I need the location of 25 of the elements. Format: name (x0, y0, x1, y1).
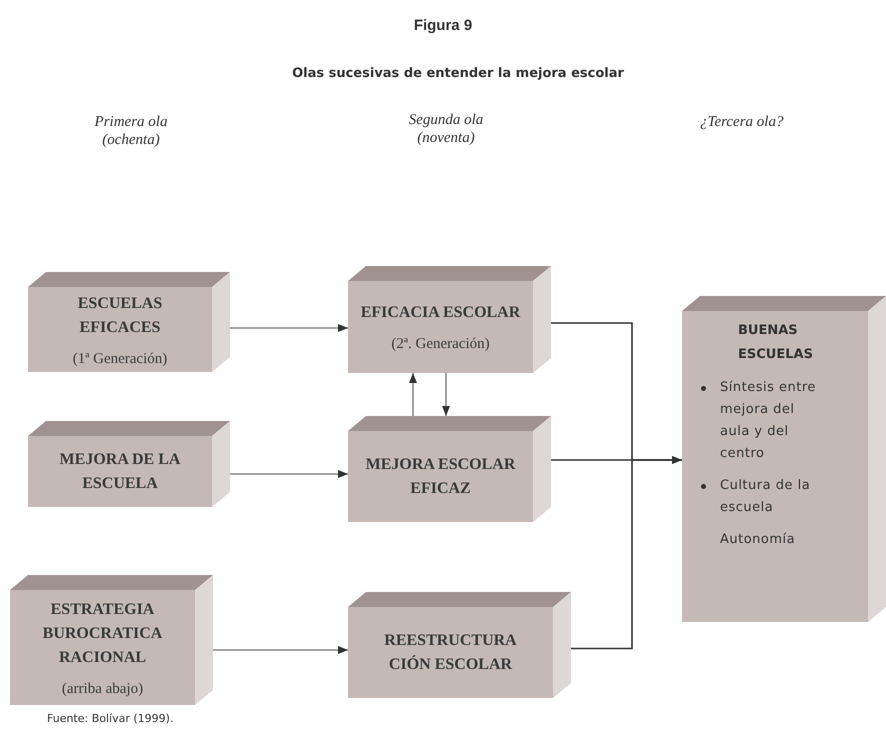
arrow (230, 470, 348, 478)
column-heading: Segunda ola (noventa) (408, 111, 484, 147)
bullet-text: Síntesis entre mejora del aula y del centro (720, 379, 817, 463)
arrow (213, 646, 348, 654)
column-heading: Primera ola (ochenta) (94, 113, 168, 149)
node-subtitle: (arriba abajo) (62, 680, 144, 698)
node-subtitle: (2ª. Generación) (391, 335, 490, 353)
arrow (442, 373, 450, 416)
arrow (571, 456, 682, 650)
bullet-text: Autonomía (720, 531, 796, 549)
node-title: ESTRATEGIA BUROCRATICA RACIONAL (42, 600, 164, 668)
node-subtitle: (1ª Generación) (72, 350, 168, 368)
arrow (230, 324, 348, 332)
source-note: Fuente: Bolívar (1999). (47, 711, 174, 727)
node-heading: BUENAS ESCUELAS (738, 322, 814, 364)
column-heading: ¿Tercera ola? (700, 113, 784, 131)
subtitle: Olas sucesivas de entender la mejora escolar (292, 65, 624, 83)
bullet-text: Cultura de la escuela (720, 477, 812, 517)
node-title: REESTRUCTURA CIÓN ESCOLAR (383, 630, 518, 674)
figure-title: Figura 9 (414, 16, 472, 36)
arrow (409, 373, 417, 416)
node-title: MEJORA DE LA ESCUELA (58, 450, 182, 494)
node-title: ESCUELAS EFICACES (76, 294, 164, 338)
node-title: EFICACIA ESCOLAR (360, 303, 520, 323)
node-title: MEJORA ESCOLAR EFICAZ (364, 454, 516, 498)
